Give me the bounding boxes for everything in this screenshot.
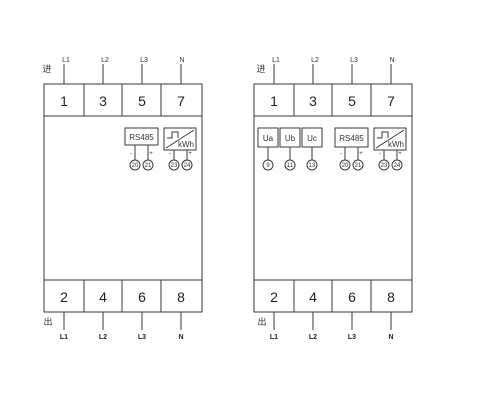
meter-2-pin-9: 9: [266, 163, 270, 169]
meter-2-pin-9-circle: [262, 159, 274, 171]
meter-1-pulse-slash: [165, 129, 195, 149]
meter-2-pin-24: 24: [394, 163, 401, 169]
meter-2-pin-20: 20: [342, 163, 349, 169]
meter-2-pin-20-circle: [339, 159, 351, 171]
meter-2-out-line-l1: L1: [270, 334, 278, 341]
meter-2-in-line-l1: L1: [272, 57, 280, 64]
meter-2: 进 出 L1 L2 L3 N 1 3 5 7 2 4 6 8 L1 L2 L3 …: [253, 57, 413, 341]
meter-2-pulse-plus: +: [398, 151, 402, 157]
meter-2-pin-23-circle: [378, 159, 390, 171]
meter-1-in-line-l1: L1: [62, 57, 70, 64]
meter-1-terminal-2: 2: [60, 289, 68, 305]
meter-1-out-line-l1: L1: [60, 334, 68, 341]
meter-1-in-line-l2: L2: [101, 57, 109, 64]
meter-2-pin-21: 21: [355, 163, 362, 169]
meter-2-out-line-l2: L2: [309, 334, 317, 341]
meter-2-in-label: 进: [256, 64, 265, 75]
meter-1-in-line-n: N: [179, 57, 184, 64]
meter-1-pin-23-circle: [168, 159, 180, 171]
meter-1-in-line-l3: L3: [140, 57, 148, 64]
meter-1-pulse-wave-icon: [167, 131, 179, 139]
meter-1-pin-20-circle: [129, 159, 141, 171]
meter-2-pin-21-circle: [352, 159, 364, 171]
meter-2-terminal-6: 6: [348, 289, 356, 305]
meter-1-pin-20: 20: [132, 163, 139, 169]
meter-1-pulse-minus: -: [169, 151, 171, 157]
meter-2-rs485-minus: -: [340, 151, 342, 157]
meter-1-terminal-8: 8: [177, 289, 185, 305]
meter-1-terminal-3: 3: [99, 93, 107, 109]
meter-1-terminal-1: 1: [60, 93, 68, 109]
meter-2-in-line-l3: L3: [350, 57, 358, 64]
meter-2-terminal-1: 1: [270, 93, 278, 109]
meter-1-pin-24-circle: [181, 159, 193, 171]
meter-2-pulse-module: kWh - + 23 24: [373, 127, 407, 171]
meter-2-terminal-7: 7: [387, 93, 395, 109]
meter-2-uc-label: Uc: [307, 134, 317, 143]
meter-2-body: [253, 83, 413, 313]
meter-1-body: [43, 83, 203, 313]
meter-1-rs485-module: RS485 - + 20 21: [124, 127, 159, 171]
meter-2-pulse-minus: -: [379, 151, 381, 157]
meter-2-rs485-label: RS485: [339, 134, 364, 143]
meter-1-out-line-n: N: [178, 334, 183, 341]
meter-1-rs485-label: RS485: [129, 133, 154, 142]
meter-2-rs485-module: RS485 - + 20 21: [334, 127, 369, 171]
meter-1-rs485-minus: -: [130, 151, 132, 157]
meter-1-pulse-plus: +: [188, 151, 192, 157]
meter-2-out-line-n: N: [388, 334, 393, 341]
meter-2-voltage-module-ua: Ua 9: [257, 127, 279, 171]
meter-1-terminal-5: 5: [138, 93, 146, 109]
meter-2-voltage-module-uc: Uc 13: [301, 127, 323, 171]
meter-2-rs485-box: [334, 127, 369, 148]
meter-2-pin-23: 23: [381, 163, 388, 169]
meter-1-pin-21: 21: [145, 163, 152, 169]
meter-2-terminal-4: 4: [309, 289, 317, 305]
meter-1-pin-24: 24: [184, 163, 191, 169]
meter-2-terminal-8: 8: [387, 289, 395, 305]
meter-1-out-line-l3: L3: [138, 334, 146, 341]
meter-1-rs485-plus: +: [149, 151, 153, 157]
meter-2-rs485-plus: +: [359, 151, 363, 157]
meter-1-out-label: 出: [43, 316, 52, 328]
meter-1: 进 出 L1 L2 L3 N 1 3 5 7 2 4 6 8 L1 L2 L3 …: [42, 57, 203, 341]
meter-2-pulse-wave-icon: [377, 131, 389, 139]
meter-1-rs485-box: [124, 127, 159, 146]
meter-1-pulse-label: kWh: [178, 140, 194, 149]
meter-1-terminal-4: 4: [99, 289, 107, 305]
meter-2-terminal-3: 3: [309, 93, 317, 109]
meter-1-terminal-6: 6: [138, 289, 146, 305]
meter-2-pulse-slash: [375, 129, 405, 149]
meter-2-out-label: 出: [257, 316, 266, 328]
meter-2-pin-11-circle: [284, 159, 296, 171]
meter-1-pin-21-circle: [142, 159, 154, 171]
meter-2-voltage-module-ub: Ub 11: [279, 127, 301, 171]
meter-2-pin-11: 11: [287, 163, 294, 169]
meter-2-out-line-l3: L3: [348, 334, 356, 341]
meter-2-pin-13: 13: [309, 163, 316, 169]
meter-2-in-line-n: N: [389, 57, 394, 64]
meter-2-ua-label: Ua: [263, 134, 274, 143]
meter-1-out-line-l2: L2: [99, 334, 107, 341]
meter-1-in-label: 进: [42, 64, 51, 75]
meter-1-pin-23: 23: [171, 163, 178, 169]
meter-2-terminal-5: 5: [348, 93, 356, 109]
meter-1-terminal-7: 7: [177, 93, 185, 109]
meter-2-pin-13-circle: [306, 159, 318, 171]
meter-2-pin-24-circle: [391, 159, 403, 171]
meter-2-in-line-l2: L2: [311, 57, 319, 64]
meter-2-pulse-label: kWh: [388, 140, 404, 149]
meter-1-pulse-module: kWh - + 23 24: [163, 127, 197, 171]
meter-2-terminal-2: 2: [270, 289, 278, 305]
meter-2-ub-label: Ub: [285, 134, 296, 143]
